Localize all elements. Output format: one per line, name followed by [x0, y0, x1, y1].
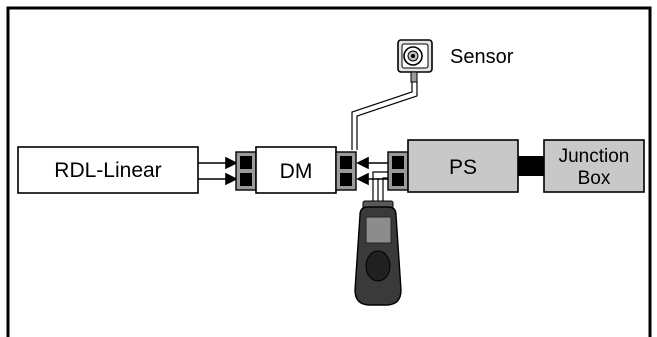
- ps-junction-link: [518, 156, 544, 176]
- rdl-linear-box: [17, 146, 199, 194]
- handheld-device-icon: [354, 200, 402, 306]
- handheld-cable: [372, 171, 388, 205]
- rdl-linear-label: RDL-Linear: [54, 159, 161, 182]
- dm-label: DM: [280, 160, 313, 183]
- junction-box-label-line2: Box: [578, 168, 611, 189]
- frame-border: [6, 6, 652, 337]
- junction-box-label-line1: Junction: [559, 146, 630, 167]
- sensor-cable: [351, 82, 418, 150]
- junction-box: [543, 139, 645, 193]
- ps-box: [407, 139, 519, 193]
- dm-right-connector: [335, 151, 357, 191]
- ps-left-connector: [387, 151, 409, 191]
- sensor-icon: [397, 39, 433, 83]
- dm-box: [255, 146, 337, 194]
- sensor-label: Sensor: [450, 46, 514, 68]
- dm-left-connector: [235, 151, 257, 191]
- ps-label: PS: [449, 156, 477, 179]
- rdl-to-dm-arrows: [198, 156, 238, 186]
- ps-to-dm-arrows: [356, 156, 388, 186]
